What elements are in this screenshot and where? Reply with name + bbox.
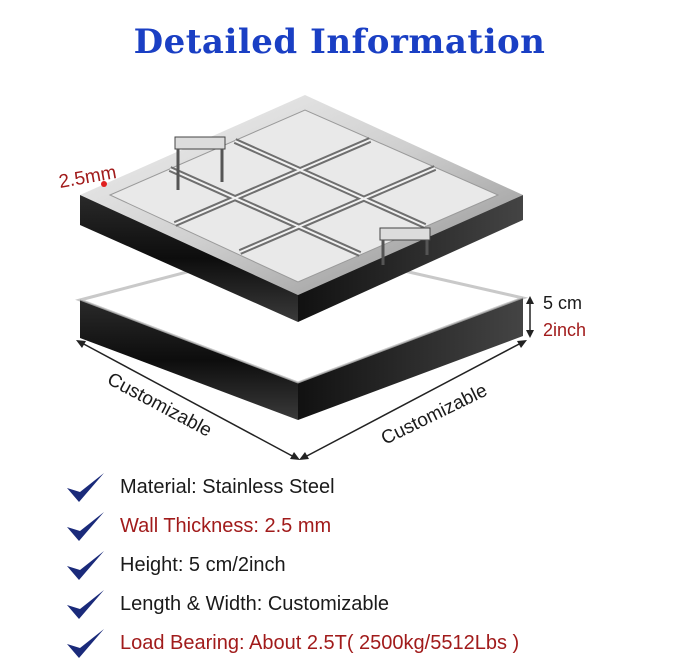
left-dimension-arrow	[76, 340, 300, 460]
height-label-metric: 5 cm	[543, 293, 582, 313]
checkmark-icon	[67, 472, 104, 502]
feature-item: Height: 5 cm/2inch	[64, 546, 664, 585]
feature-length-width: Length & Width: Customizable	[120, 593, 390, 615]
feature-item: Load Bearing: About 2.5T( 2500kg/5512Lbs…	[64, 624, 664, 663]
feature-item: Length & Width: Customizable	[64, 585, 664, 624]
feature-material: Material: Stainless Steel	[120, 476, 335, 498]
right-dimension-arrow	[299, 340, 527, 460]
steel-frame-diagram: 2.5mm 5 cm 2inch Customizable Customizab…	[57, 95, 586, 460]
checkmark-icon	[67, 589, 104, 619]
feature-wall-thickness: Wall Thickness: 2.5 mm	[120, 515, 332, 537]
right-dimension-label: Customizable	[378, 380, 491, 449]
feature-item: Material: Stainless Steel	[64, 468, 664, 507]
checkmark-icon	[67, 511, 104, 541]
feature-list: Material: Stainless Steel Wall Thickness…	[64, 468, 664, 663]
feature-item: Wall Thickness: 2.5 mm	[64, 507, 664, 546]
page-title: Detailed Information	[133, 22, 546, 62]
thickness-marker	[101, 181, 107, 187]
feature-load-bearing: Load Bearing: About 2.5T( 2500kg/5512Lbs…	[120, 632, 520, 654]
upper-grid-tray	[80, 95, 523, 322]
feature-height: Height: 5 cm/2inch	[120, 554, 286, 576]
height-label-imperial: 2inch	[543, 320, 586, 340]
checkmark-icon	[67, 550, 104, 580]
height-dimension-arrow	[526, 296, 534, 338]
product-illustration: 2.5mm 5 cm 2inch Customizable Customizab…	[0, 80, 679, 470]
checkmark-icon	[67, 628, 104, 658]
